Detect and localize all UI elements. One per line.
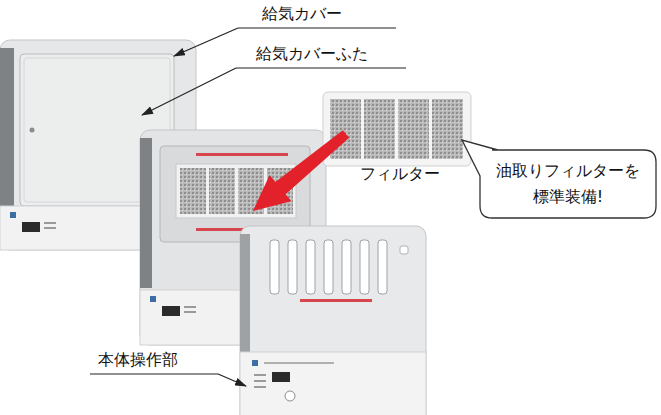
filter-illustration	[323, 92, 471, 166]
part-label: 給気カバーふた	[256, 44, 368, 64]
part-label: 給気カバー	[262, 4, 342, 24]
part-label: フィルター	[360, 164, 440, 184]
insert-arrow	[242, 121, 357, 224]
unit-louver	[240, 226, 426, 415]
callout-text: 油取りフィルターを 標準装備!	[490, 158, 646, 210]
bubble-outline	[480, 150, 656, 218]
part-label: 本体操作部	[98, 350, 178, 370]
callout-bubble: 油取りフィルターを 標準装備!	[480, 150, 656, 218]
leader-lines	[90, 28, 406, 386]
bubble-path	[462, 140, 656, 218]
